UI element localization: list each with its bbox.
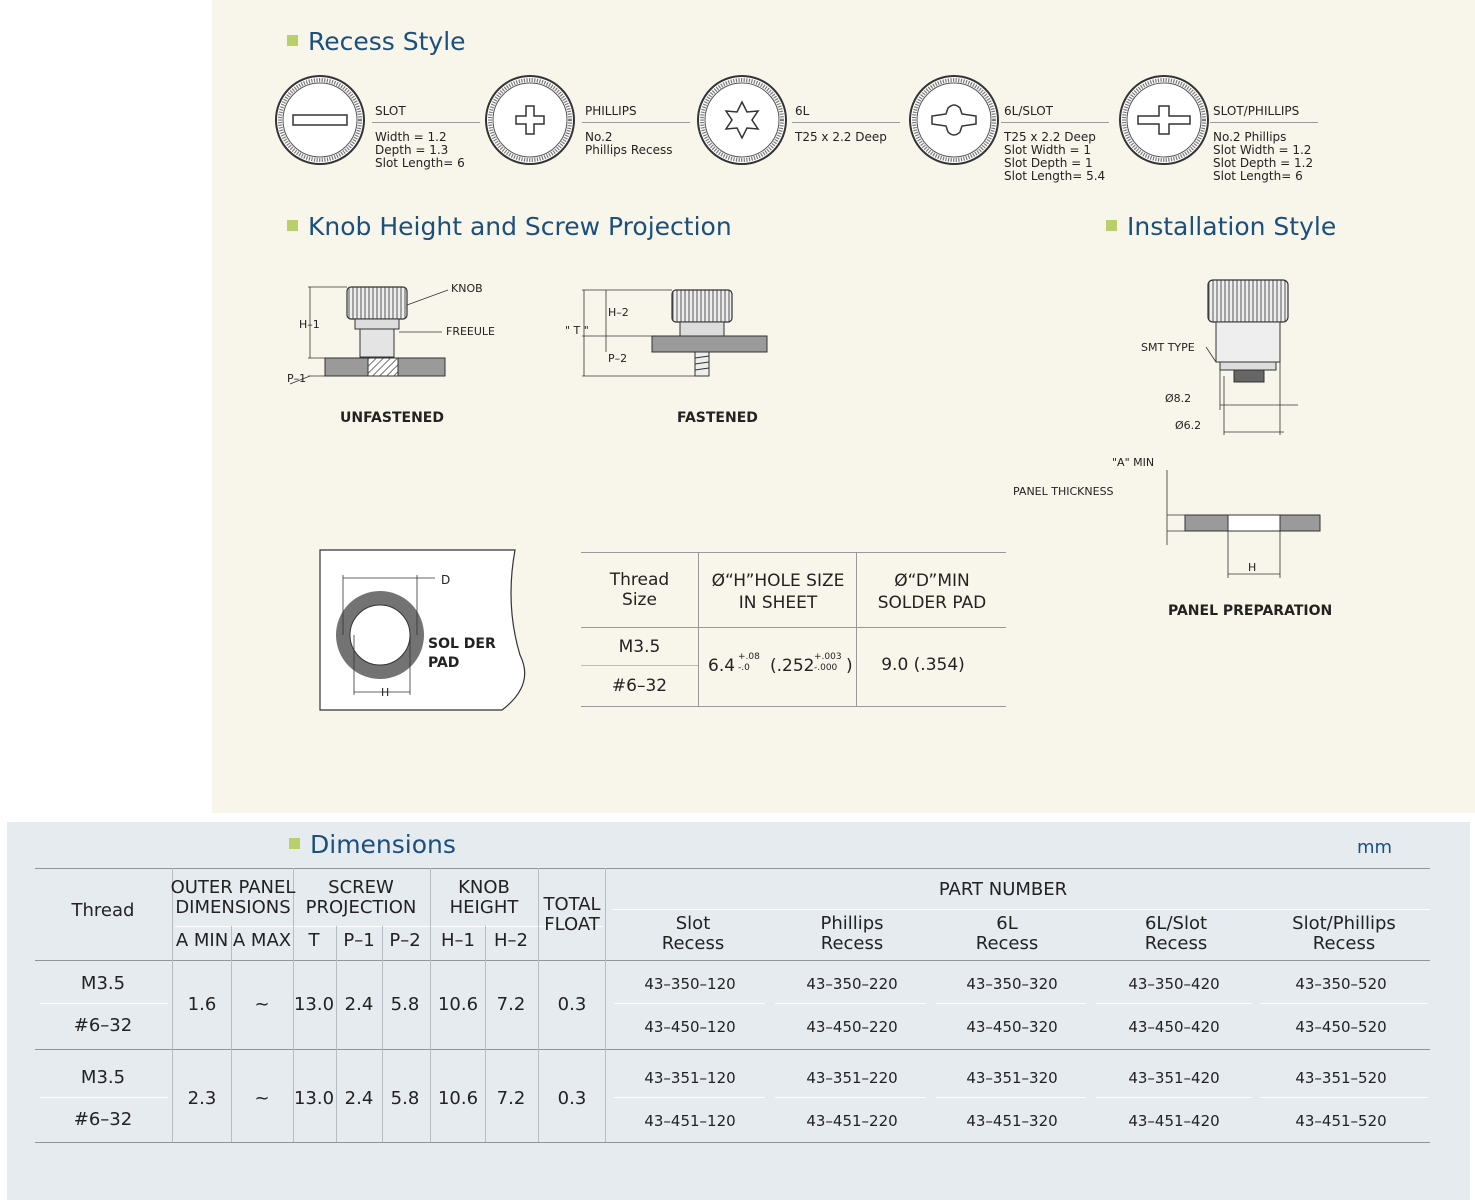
divider [582, 122, 690, 123]
recess-details: No.2 Phillips Recess [585, 130, 673, 157]
knob-height-drawings [289, 286, 768, 385]
bullet-square-icon [287, 220, 298, 231]
bullet-square-icon [289, 838, 300, 849]
recess-icons [274, 75, 1210, 166]
knob-height-heading: Knob Height and Screw Projection [287, 212, 732, 241]
smt-type-drawing [1205, 279, 1298, 435]
unfastened-drawing [289, 286, 449, 385]
recess-details: No.2 Phillips Slot Width = 1.2 Slot Dept… [1213, 130, 1314, 183]
recess-details: T25 x 2.2 Deep [795, 130, 887, 144]
fastened-drawing [582, 289, 768, 377]
divider [792, 122, 900, 123]
slot-phillips-recess-icon [1118, 75, 1210, 166]
bullet-square-icon [287, 35, 298, 46]
solder-pad-drawing [319, 549, 526, 711]
dimensions-heading: Dimensions [289, 830, 456, 859]
divider [1001, 122, 1109, 123]
torx-slot-recess-icon [908, 75, 1000, 166]
divider [372, 122, 480, 123]
recess-details: Width = 1.2 Depth = 1.3 Slot Length= 6 [375, 130, 465, 170]
torx-recess-icon [696, 75, 788, 166]
slot-recess-icon [274, 75, 366, 166]
phillips-recess-icon [484, 75, 576, 166]
bullet-square-icon [1106, 220, 1117, 231]
panel-preparation-drawing [1166, 470, 1321, 578]
recess-details: T25 x 2.2 Deep Slot Width = 1 Slot Depth… [1004, 130, 1106, 183]
unit-label: mm [1357, 837, 1393, 858]
dimensions-panel [7, 822, 1470, 1200]
recess-style-heading: Recess Style [287, 27, 466, 56]
installation-style-heading: Installation Style [1106, 212, 1336, 241]
divider [1210, 122, 1318, 123]
